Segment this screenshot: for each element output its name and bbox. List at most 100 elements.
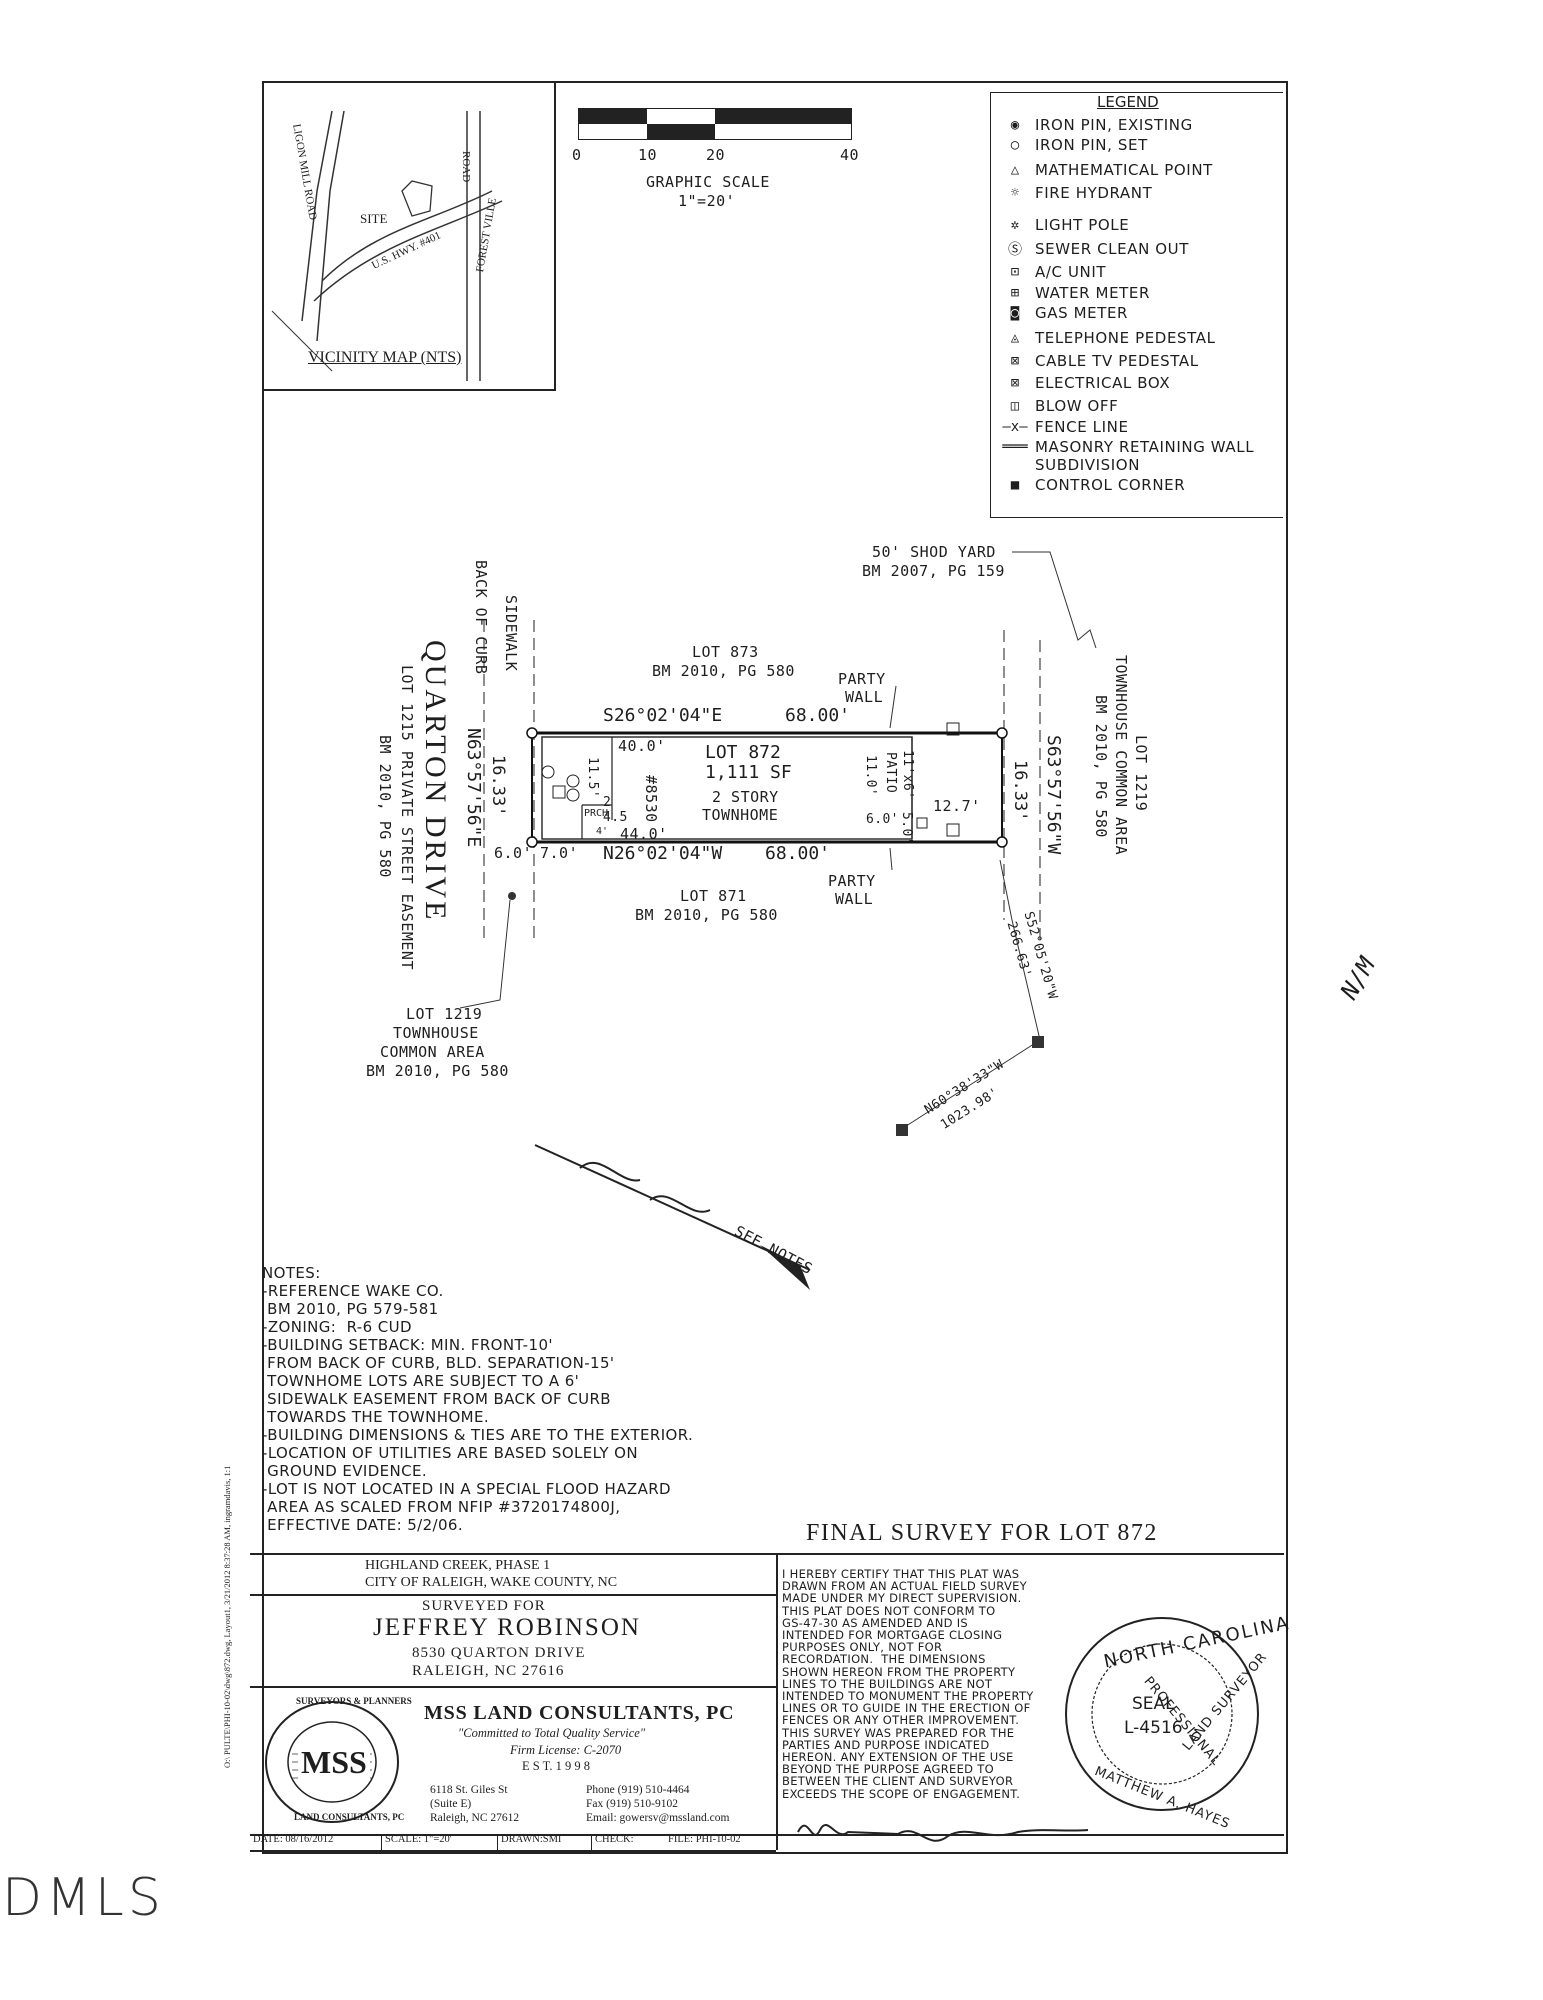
vicinity-map-drawing [271, 110, 503, 381]
firm-motto: "Committed to Total Quality Service" [458, 1726, 646, 1740]
legend-label: A/C UNIT [1035, 263, 1107, 281]
legend-symbol-icon: —x— [1002, 419, 1028, 435]
footer-file: FILE: PHI-10-02 [668, 1834, 741, 1845]
note-line: SIDEWALK EASEMENT FROM BACK OF CURB [262, 1390, 611, 1408]
sw-lot-1: LOT 1219 [406, 1005, 483, 1023]
dim-2: 2 [603, 795, 612, 810]
south-distance: 68.00' [765, 843, 831, 864]
legend-item: ◬ TELEPHONE PEDESTAL [995, 328, 1216, 348]
sidewalk-label: SIDEWALK [502, 595, 520, 672]
certification-line: THIS SURVEY WAS PREPARED FOR THE [782, 1725, 1015, 1740]
legend-label: LIGHT POLE [1035, 216, 1130, 234]
porch-label: PRCH [584, 808, 609, 819]
dim-11-5: 11.5' [585, 757, 600, 799]
legend-symbol-icon: △ [1010, 162, 1020, 178]
party-wall-bottom-1: PARTY [828, 872, 876, 890]
dim-11-0: 11.0' [863, 755, 878, 797]
legend-item: ☼FIRE HYDRANT [995, 183, 1152, 203]
legend-symbol-icon: ⊠ [1010, 375, 1020, 391]
legend-label: CONTROL CORNER [1035, 476, 1186, 494]
scale-tick-0: 0 [572, 146, 582, 164]
party-wall-top-1: PARTY [838, 670, 886, 688]
sidewalk-offset: 6.0' [494, 844, 533, 862]
lot873-ref: BM 2010, PG 580 [652, 662, 795, 680]
certification-line: FENCES OR ANY OTHER IMPROVEMENT. [782, 1713, 1020, 1728]
legend-symbol-icon: ◬ [1010, 330, 1020, 346]
dim-40: 40.0' [618, 737, 666, 755]
legend-title: LEGEND [1097, 93, 1159, 111]
sw-lot-2: TOWNHOUSE [393, 1024, 479, 1042]
back-of-curb-label: BACK OF CURB [472, 560, 490, 675]
lot872-area: 1,111 SF [705, 762, 792, 783]
certification-line: EXCEEDS THE SCOPE OF ENGAGEMENT. [782, 1786, 1021, 1801]
legend-symbol-icon: ☼ [1010, 185, 1020, 201]
legend-item: ✲ LIGHT POLE [995, 215, 1129, 235]
certification-line: GS-47-30 AS AMENDED AND IS [782, 1615, 969, 1630]
firm-address-1: 6118 St. Giles St [430, 1784, 508, 1796]
vicinity-title: VICINITY MAP (NTS) [308, 349, 462, 366]
street-easement-1: LOT 1215 PRIVATE STREET EASEMENT [398, 665, 416, 970]
legend-symbol-icon: ■ [1010, 477, 1020, 493]
note-line: TOWNHOME LOTS ARE SUBJECT TO A 6' [262, 1372, 580, 1390]
shod-yard-1: 50' SHOD YARD [872, 543, 996, 561]
firm-license: Firm License: C-2070 [510, 1743, 622, 1757]
note-line: TOWARDS THE TOWNHOME. [262, 1408, 490, 1426]
sw-lot-3: COMMON AREA [380, 1043, 485, 1061]
dim-5-0: 5.0' [899, 812, 914, 845]
certification-line: I HEREBY CERTIFY THAT THIS PLAT WAS [782, 1567, 1020, 1581]
logo-ring-top: SURVEYORS & PLANNERS [296, 1696, 412, 1706]
house-number: #8530 [642, 775, 660, 823]
patio-size: 11'x6' [900, 750, 915, 800]
certification-line: MADE UNDER MY DIRECT SUPERVISION. [782, 1591, 1022, 1606]
certification-line: PURPOSES ONLY, NOT FOR [782, 1640, 943, 1655]
legend-item: ◙ GAS METER [995, 303, 1128, 323]
lot873-label: LOT 873 [692, 643, 759, 661]
firm-established: E S T. 1 9 9 8 [522, 1759, 590, 1773]
legend-item: —x— FENCE LINE [995, 417, 1129, 437]
note-line: -ZONING: R-6 CUD [262, 1318, 412, 1336]
legend-symbol-icon: ◙ [1010, 305, 1020, 321]
certification-line: DRAWN FROM AN ACTUAL FIELD SURVEY [782, 1579, 1027, 1594]
firm-fax: Fax (919) 510-9102 [586, 1798, 678, 1810]
drawing-frame [262, 81, 1288, 1854]
legend-label: MATHEMATICAL POINT [1035, 161, 1213, 179]
street-easement-2: BM 2010, PG 580 [376, 735, 394, 878]
vicinity-map: SITE LIGON MILL ROAD ROAD U.S. HWY. #401… [262, 81, 556, 391]
dmls-watermark: DMLS [2, 1868, 165, 1928]
north-distance: 68.00' [785, 705, 851, 726]
certification-line: BETWEEN THE CLIENT AND SURVEYOR [782, 1774, 1014, 1789]
curb-offset: 7.0' [540, 844, 579, 862]
legend-item: ⊠ ELECTRICAL BOX [995, 373, 1170, 393]
note-line: -LOCATION OF UTILITIES ARE BASED SOLELY … [262, 1444, 638, 1462]
legend-label: GAS METER [1035, 304, 1129, 322]
firm-name: MSS LAND CONSULTANTS, PC [424, 1702, 735, 1724]
sw-lot-4: BM 2010, PG 580 [366, 1062, 509, 1080]
lot872-stories: 2 STORY [712, 788, 779, 806]
legend-symbol-icon: Ⓢ [1008, 242, 1022, 258]
seal-word: SEAL [1132, 1694, 1175, 1714]
surveyed-for-label: SURVEYED FOR [422, 1598, 546, 1614]
legend-item: ◫BLOW OFF [995, 396, 1118, 416]
legend-label: SUBDIVISION [1035, 456, 1141, 474]
legend-item: ○IRON PIN, SET [995, 135, 1148, 155]
lot871-label: LOT 871 [680, 887, 747, 905]
legend-label: FENCE LINE [1035, 418, 1129, 436]
south-bearing: N26°02'04"W [603, 843, 723, 864]
legend-symbol-icon: ○ [1010, 137, 1020, 153]
legend-label: TELEPHONE PEDESTAL [1035, 329, 1216, 347]
legend-symbol-icon: ⊡ [1010, 264, 1020, 280]
legend-item: ◉IRON PIN, EXISTING [995, 115, 1193, 135]
surveyor-signature [797, 1823, 1089, 1842]
client-address-1: 8530 QUARTON DRIVE [412, 1645, 586, 1661]
legend-label: ELECTRICAL BOX [1035, 374, 1171, 392]
legend-symbol-icon: ✲ [1010, 217, 1020, 233]
certification-line: BEYOND THE PURPOSE AGREED TO [782, 1762, 994, 1777]
divider-1 [250, 1594, 776, 1596]
seal-graphic [1065, 1617, 1259, 1811]
surveyor-seal: NORTH CAROLINA PROFESSIONAL SEAL L-4516 … [1062, 1613, 1292, 1832]
east-lot-3: BM 2010, PG 580 [1092, 695, 1110, 838]
footer-date: DATE: 08/16/2012 [250, 1834, 382, 1850]
legend-label: BLOW OFF [1035, 397, 1119, 415]
street-name: QUARTON DRIVE [419, 640, 452, 923]
